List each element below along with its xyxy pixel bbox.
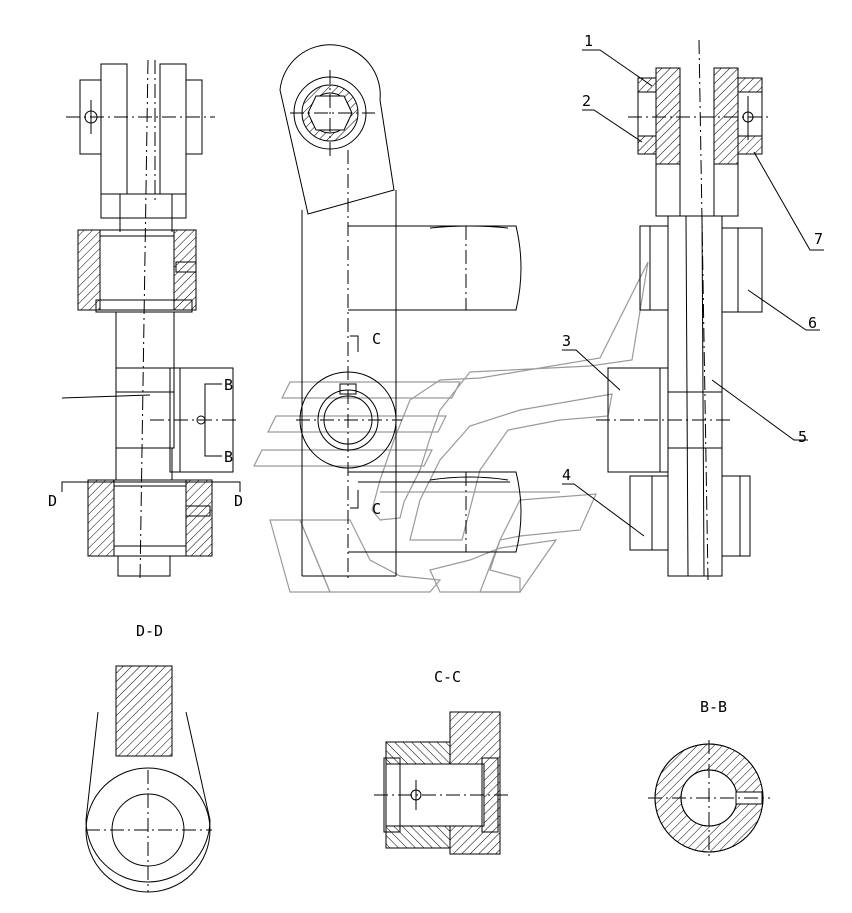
part-number-3: 3 (562, 332, 571, 350)
part-number-1: 1 (584, 32, 593, 50)
cut-letter-b-bottom: B (224, 448, 233, 466)
cut-letter-c-bottom: C (372, 500, 381, 518)
middle-view (279, 44, 522, 580)
line-work (61, 39, 824, 893)
section-dd (85, 665, 212, 893)
cut-letter-d-right: D (234, 492, 243, 510)
watermark-logo (253, 261, 649, 593)
part-number-7: 7 (814, 230, 823, 248)
cut-letter-c-top: C (372, 330, 381, 348)
part-number-2: 2 (582, 92, 591, 110)
section-label-dd: D-D (136, 622, 163, 640)
cut-letter-d-left: D (48, 492, 57, 510)
part-number-5: 5 (798, 428, 807, 446)
right-view (562, 39, 824, 581)
labels: D-D C-C B-B D D C C B B 1 2 3 4 5 6 7 (48, 32, 823, 716)
left-view (61, 59, 241, 581)
section-cc (374, 711, 510, 855)
section-bb (648, 740, 770, 856)
cut-letter-b-top: B (224, 376, 233, 394)
part-number-4: 4 (562, 466, 571, 484)
section-label-bb: B-B (700, 698, 727, 716)
part-number-6: 6 (808, 314, 817, 332)
section-label-cc: C-C (434, 668, 461, 686)
